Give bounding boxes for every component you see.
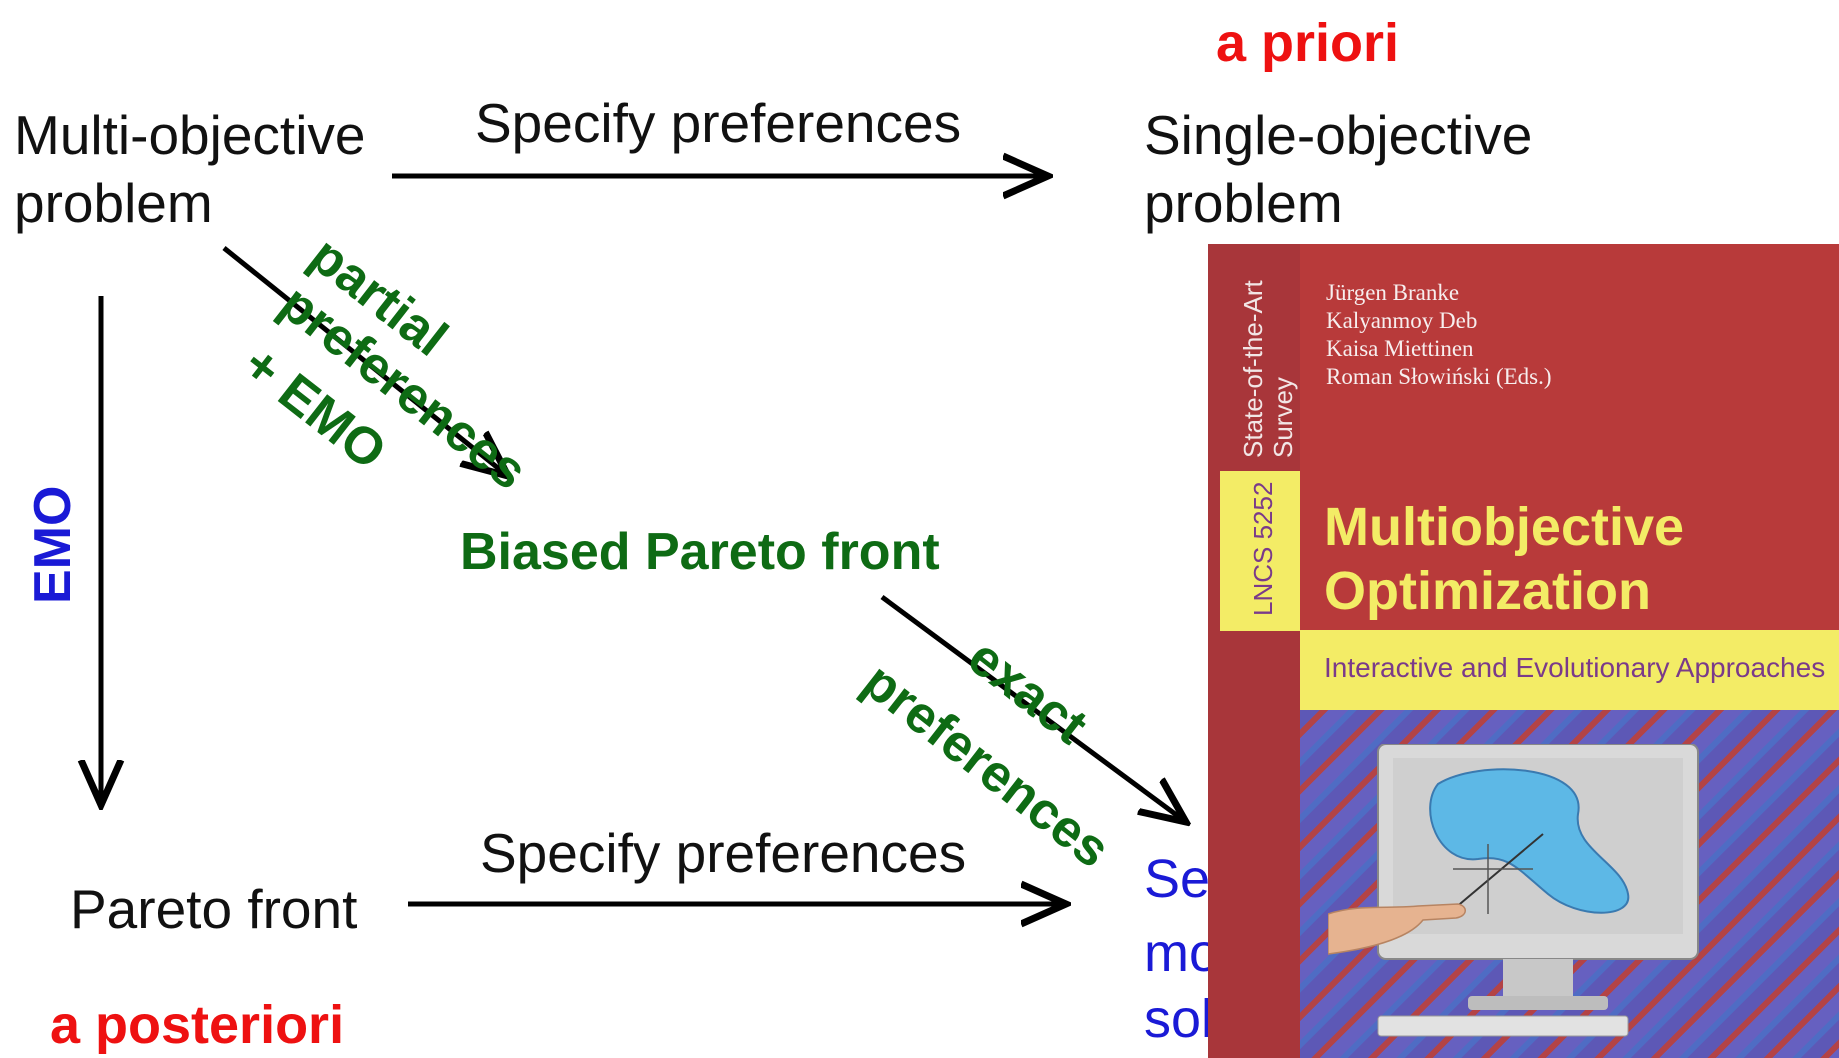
emo-label: EMO (24, 485, 82, 604)
biased-pareto-front: Biased Pareto front (460, 523, 940, 581)
book-author-1: Jürgen Branke (1326, 280, 1460, 305)
pareto-front-label: Pareto front (70, 878, 358, 940)
book-subtitle-band (1300, 630, 1839, 710)
book-lncs-band (1220, 471, 1300, 631)
book-author-4: Roman Słowiński (Eds.) (1326, 364, 1552, 389)
arrow-partial (222, 246, 508, 476)
multi-objective-line1: Multi-objective (14, 104, 366, 166)
a-posteriori-label: a posteriori (50, 995, 345, 1055)
book-title-line1: Multiobjective (1324, 497, 1685, 557)
book-author-3: Kaisa Miettinen (1326, 336, 1474, 361)
specify-preferences-top: Specify preferences (475, 92, 962, 154)
specify-preferences-bottom: Specify preferences (480, 822, 967, 884)
monitor-illustration (1328, 744, 1699, 1037)
book-title-line2: Optimization (1324, 561, 1651, 621)
a-priori-label: a priori (1216, 13, 1400, 73)
multi-objective-line2: problem (14, 172, 213, 234)
book-spine (1208, 244, 1300, 1058)
single-objective-line1: Single-objective (1144, 104, 1533, 166)
selected-solution-line3: sol (1144, 989, 1214, 1049)
single-objective-line2: problem (1144, 172, 1343, 234)
book-lncs-number: LNCS 5252 (1248, 481, 1278, 616)
book-series-line2: Survey (1268, 377, 1298, 458)
book-cover-image: State-of-the-Art Survey LNCS 5252 Jürgen… (1208, 244, 1839, 1058)
book-subtitle: Interactive and Evolutionary Approaches (1324, 652, 1826, 683)
book-series-line1: State-of-the-Art (1238, 280, 1268, 458)
selected-solution-line1: Se (1144, 849, 1211, 909)
arrow-exact (880, 594, 1186, 822)
selected-solution-line2: mo (1144, 923, 1220, 983)
book-author-2: Kalyanmoy Deb (1326, 308, 1478, 333)
